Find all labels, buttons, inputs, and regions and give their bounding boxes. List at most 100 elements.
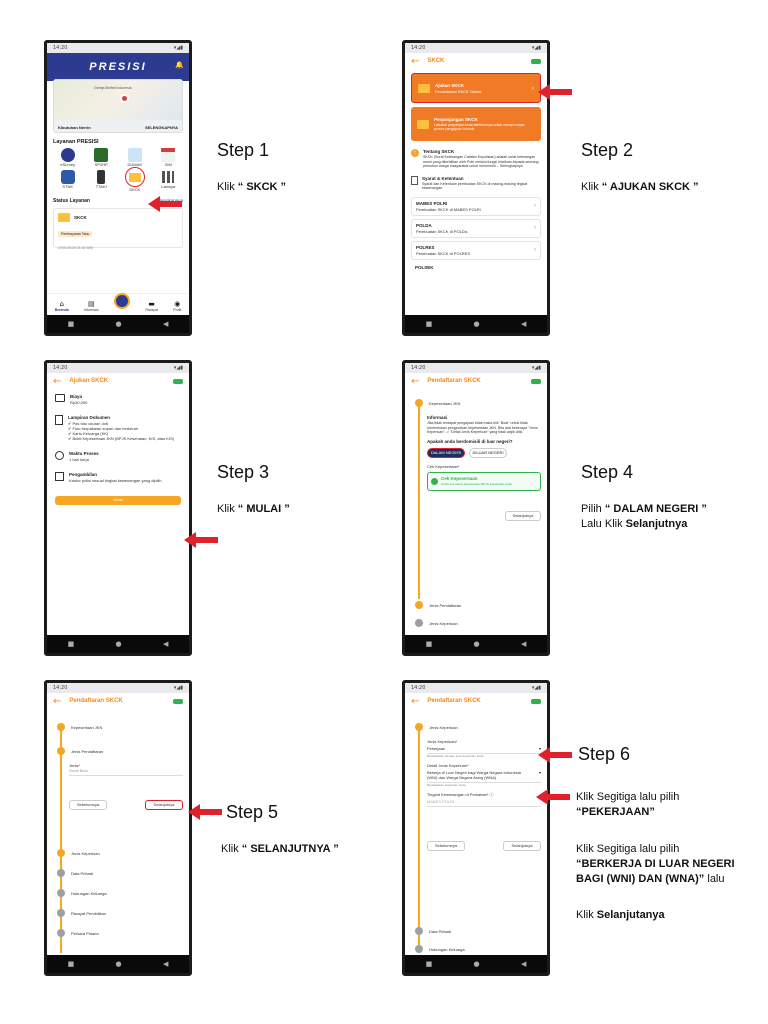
app-bar: ←SKCK (405, 53, 547, 69)
back-system-icon[interactable]: ◀ (520, 960, 527, 968)
nav-info[interactable]: ▤Informasi (84, 300, 99, 312)
recents-icon[interactable]: ■ (67, 320, 75, 328)
service-dumas[interactable]: DUMAS (118, 148, 152, 167)
step-dot-4 (57, 869, 65, 877)
back-system-icon[interactable]: ◀ (162, 640, 169, 648)
back-system-icon[interactable]: ◀ (162, 320, 169, 328)
traffic-light-icon (97, 170, 106, 184)
prev-button[interactable]: Sebelumnya (427, 841, 465, 851)
back-arrow-icon[interactable]: ← (411, 695, 420, 707)
info-icon: ▤ (88, 300, 95, 308)
form-area: Jenis* Surat Baru Sebelumnya Selanjutnya (69, 763, 183, 810)
step2-desc: Klik “ AJUKAN SKCK ” (581, 181, 699, 193)
system-nav-bar: ■ ● ◀ (405, 955, 547, 973)
nav-center-button[interactable] (113, 293, 130, 309)
status-chip: Pembayaran Tahu (58, 231, 93, 237)
status-card[interactable]: SKCK Pembayaran Tahu 22/01/2024 23:15 WI… (53, 208, 183, 250)
home-system-icon[interactable]: ● (473, 320, 480, 328)
level-polsek[interactable]: POLSEK (415, 264, 434, 270)
jenis-keperluan-select[interactable]: Pekerjaan▾ (427, 744, 541, 754)
home-system-icon[interactable]: ● (115, 640, 122, 648)
folder-icon (417, 119, 429, 129)
recents-icon[interactable]: ■ (67, 960, 75, 968)
step-dot-5 (57, 889, 65, 897)
status-pill (531, 698, 541, 704)
status-bar: 14:20▾◢▮ (47, 363, 189, 373)
status-bar: 14:20▾◢▮ (47, 683, 189, 693)
step-dot-3 (415, 619, 423, 627)
back-system-icon[interactable]: ◀ (520, 640, 527, 648)
status-bar: 14:20▾◢▮ (47, 43, 189, 53)
status-bar: 14:20▾◢▮ (405, 683, 547, 693)
home-system-icon[interactable]: ● (115, 320, 122, 328)
bell-icon[interactable]: 🔔 (175, 61, 184, 69)
prev-button[interactable]: Sebelumnya (69, 800, 107, 810)
wallet-icon (55, 394, 65, 402)
nav-history[interactable]: ▬Riwayat (145, 300, 158, 312)
map-card-link[interactable]: SELENGKAPNYA (145, 125, 178, 130)
recents-icon[interactable]: ■ (425, 640, 433, 648)
start-button[interactable]: Mulai (55, 496, 181, 505)
home-system-icon[interactable]: ● (473, 960, 480, 968)
triangle-down-icon[interactable]: ▾ (538, 770, 541, 775)
service-stnk[interactable]: STNK (51, 170, 85, 192)
app-header: PRESISI 🔔 (47, 53, 189, 81)
folder-outline-icon: ▬ (148, 300, 155, 308)
map-card[interactable]: Gereja Bethel Indonesia Kibutuhan Nerrin… (53, 79, 183, 133)
building-icon (55, 472, 64, 481)
back-system-icon[interactable]: ◀ (162, 960, 169, 968)
nav-home[interactable]: ⌂Beranda (54, 300, 69, 312)
recents-icon[interactable]: ■ (425, 320, 433, 328)
esurvey-icon (60, 148, 75, 162)
detail-keperluan-select[interactable]: Bekerja di Luar Negeri bagi Warga Negara… (427, 768, 541, 783)
next-button[interactable]: Selanjutnya (503, 841, 541, 851)
phone-step5: 14:20▾◢▮ ←Pendaftaran SKCK Kepesertaan J… (44, 680, 192, 976)
back-arrow-icon[interactable]: ← (53, 695, 62, 707)
bottom-nav: ⌂Beranda ▤Informasi ▬Riwayat ◉Profil (47, 293, 189, 315)
service-skck[interactable]: SKCK (118, 167, 152, 192)
status-more-link[interactable]: Selengkapnya (154, 198, 183, 203)
service-sp2hp[interactable]: SP2HP (85, 148, 119, 167)
jenis-field[interactable]: Surat Baru (69, 768, 183, 776)
choice-dalam-negeri[interactable]: DALAM NEGERI (427, 447, 465, 458)
next-button[interactable]: Selanjutnya (505, 510, 541, 521)
section-data-pribadi: Data Pribadi (429, 929, 452, 934)
step1-label: Step 1 (217, 140, 270, 160)
home-system-icon[interactable]: ● (473, 640, 480, 648)
recents-icon[interactable]: ■ (67, 640, 75, 648)
back-arrow-icon[interactable]: ← (53, 375, 62, 387)
step-dot-3 (415, 945, 423, 953)
step-dot-2 (415, 601, 423, 609)
system-nav-bar: ■ ● ◀ (47, 635, 189, 653)
choice-luar-negeri[interactable]: DILUAR NEGERI (469, 447, 507, 458)
recents-icon[interactable]: ■ (425, 960, 433, 968)
back-arrow-icon[interactable]: ← (411, 375, 420, 387)
back-system-icon[interactable]: ◀ (520, 320, 527, 328)
status-section: Status Layanan Selengkapnya (47, 192, 189, 206)
service-lainnya[interactable]: Lainnya (152, 170, 186, 192)
nav-profile[interactable]: ◉Profil (173, 300, 182, 312)
next-button[interactable]: Selanjutnya (145, 800, 183, 810)
step2-label: Step 2 (581, 140, 634, 160)
status-date: 22/01/2024 23:15 WIB (58, 246, 93, 250)
service-sim[interactable]: SIM (152, 148, 186, 167)
stepper-line (418, 403, 420, 599)
home-system-icon[interactable]: ● (115, 960, 122, 968)
service-esurvey[interactable]: eSurvey (51, 148, 85, 167)
folder-icon (58, 213, 70, 222)
triangle-down-icon[interactable]: ▾ (538, 746, 541, 751)
status-bar: 14:20▾◢▮ (405, 43, 547, 53)
service-ttaki[interactable]: TTAKI (85, 170, 119, 192)
tingkat-kewenangan-field[interactable]: MABES POLRI (427, 797, 541, 807)
step-dot-7 (57, 929, 65, 937)
back-arrow-icon[interactable]: ← (411, 55, 420, 67)
